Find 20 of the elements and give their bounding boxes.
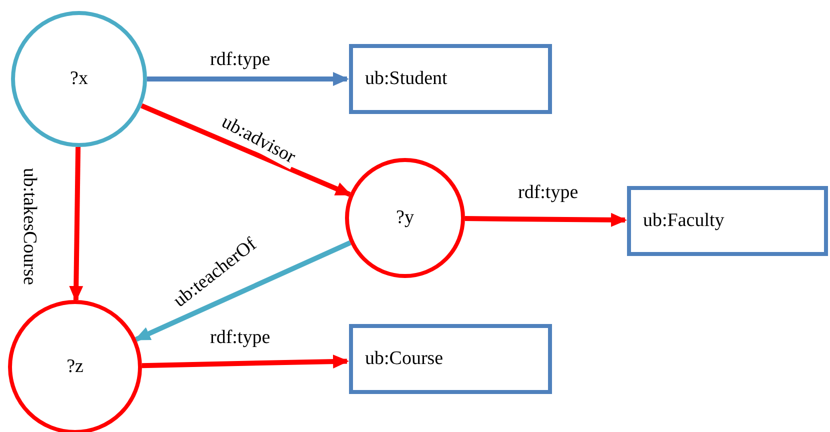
variable-name: ?z [66,356,84,378]
variable-name: ?y [396,207,414,229]
class-box [627,186,828,256]
arrow [134,240,352,342]
class-name: ub:Faculty [643,210,724,232]
class-box [349,44,552,114]
arrow [140,103,352,197]
edge-label: rdf:type [208,50,272,70]
edge-label: rdf:type [208,328,272,348]
class-box [349,324,552,394]
variable-name: ?x [70,68,88,90]
variable-circle [11,11,147,147]
class-name: ub:Student [365,68,448,90]
variable-circle [345,158,465,278]
arrow [142,354,349,368]
arrow [464,212,627,227]
class-name: ub:Course [365,348,444,370]
edge-label: rdf:type [516,182,580,204]
arrow [147,72,349,86]
arrow [69,146,84,302]
